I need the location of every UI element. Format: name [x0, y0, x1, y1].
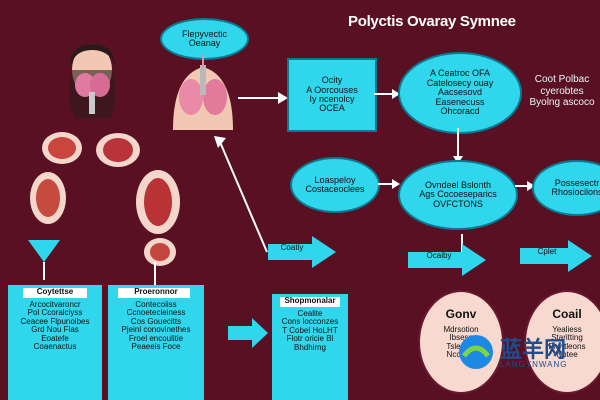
doc-mid-lines: Contecoiiss Ccnoetecleiness Cos Gouecitt…: [121, 300, 191, 351]
organ-illustrations: [30, 132, 180, 266]
arrow-mid-left: [268, 236, 336, 268]
arrow-small-bottom: [228, 318, 268, 348]
watermark: 蓝羊网 LANGYNWANG: [456, 330, 600, 380]
watermark-logo-icon: [459, 335, 493, 369]
pill-right-lines: Yealiess Staritting Fny tleons Notee: [548, 325, 586, 360]
head-illustration: [69, 44, 116, 118]
doc-bottom: Shopmonalar Cealite Cons locconzes T Cob…: [272, 294, 348, 400]
doc-left-lines: Arcocitvaroncr Pol Ccoralciyss Ceacee Fl…: [20, 300, 90, 351]
arrow-diagonal-up: [214, 136, 268, 253]
arrow-right-a: [408, 244, 486, 276]
doc-left: Coytettse Arcocitvaroncr Pol Ccoralciyss…: [8, 285, 102, 400]
doc-mid-title: Proeronnor: [134, 287, 178, 296]
arrow-ellipse-down: [453, 128, 463, 164]
note-right: Coot Polbac cyerobtes Byolng ascoco: [529, 74, 595, 108]
arrow-right-a-label: Ocaiby: [426, 251, 452, 260]
arrow-down-left: [28, 240, 60, 280]
line-down-mid: [154, 262, 156, 286]
arrow-right-b-label: Cplet: [537, 247, 557, 256]
pill-left-title: Gonv: [445, 307, 477, 321]
doc-mid: Proeronnor Contecoiiss Ccnoetecleiness C…: [108, 285, 204, 400]
top-bubble: Flepyvectic Oeanay: [160, 18, 249, 60]
center-box: Ocity A Oorcouses Iy ncenolcy OCEA: [287, 58, 377, 132]
arrow-center-to-right: [515, 181, 535, 191]
watermark-sub: LANGYNWANG: [500, 360, 568, 369]
page-title: Polyctis Ovaray Symnee: [348, 13, 516, 30]
ellipse-mid-left: Loaspeloy Costaceoclees: [290, 157, 380, 213]
ellipse-mid-right: Possesectr Rhosiocilons: [532, 160, 600, 216]
doc-bottom-title: Shopmonalar: [284, 296, 336, 305]
arrow-lungs-to-box: [238, 92, 288, 104]
pill-right: Coail Yealiess Staritting Fny tleons Not…: [524, 290, 600, 394]
pill-right-title: Coail: [552, 307, 582, 321]
watermark-main: 蓝羊网: [500, 337, 567, 362]
doc-bottom-lines: Cealite Cons locconzes T Cobel HoLHT Flo…: [281, 309, 339, 352]
ellipse-top-right: A Ceatroc OFA Catelosecy ouay Aacsesovd …: [398, 52, 522, 134]
arrow-mid-left-label: Coatiy: [280, 243, 304, 252]
doc-left-title: Coytettse: [36, 287, 74, 296]
lungs-illustration: [173, 55, 233, 130]
arrow-box-to-ellipse: [374, 89, 400, 99]
arrow-right-b: [520, 240, 592, 272]
arrow-mid-left-to-center: [378, 179, 400, 189]
ellipse-mid-center: Ovndeel Bslonth Ags Cocoeseparics OVFCTO…: [398, 160, 518, 230]
